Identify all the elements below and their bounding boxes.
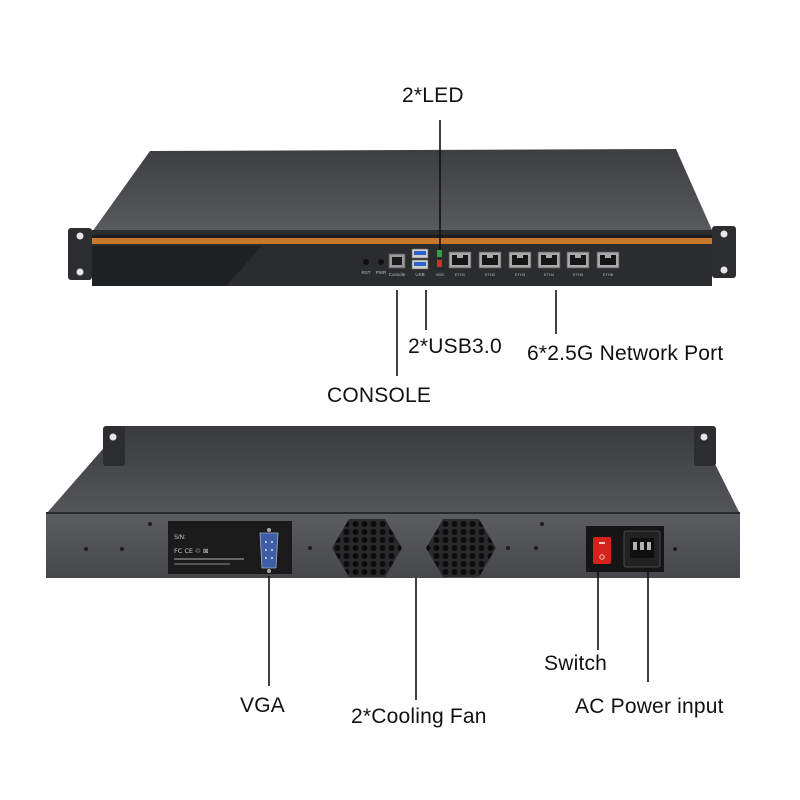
eth-port-5 [566, 251, 590, 269]
led-label: 2*LED [402, 84, 464, 107]
power-switch[interactable] [593, 537, 611, 564]
eth-text-6: ETH6 [603, 272, 614, 277]
eth-text-2: ETH2 [485, 272, 496, 277]
eth-text-3: ETH3 [515, 272, 526, 277]
switch-label: Switch [544, 652, 608, 675]
eth-port-3 [508, 251, 532, 269]
cooling-fan-left [332, 519, 402, 577]
usb-port-text: USB [415, 272, 424, 277]
front-bevel [92, 246, 262, 286]
pwr-button[interactable] [378, 259, 384, 265]
eth-port-6 [596, 251, 620, 269]
front-right-rack-ear [712, 226, 736, 278]
eth-port-4 [537, 251, 561, 269]
led-indicator-2 [437, 260, 442, 267]
rear-unit: S/N: FC CE ♲ ⊠ [46, 426, 740, 700]
eth-port-2 [478, 251, 502, 269]
rear-right-rack-ear [694, 426, 716, 466]
rst-button[interactable] [363, 259, 369, 265]
front-top-lid [92, 149, 712, 232]
led-text: HDD [436, 272, 445, 277]
cooling-fan-right [426, 519, 496, 577]
usb-label: 2*USB3.0 [408, 335, 502, 358]
front-left-rack-ear [68, 228, 92, 280]
pwr-text: PWR [376, 270, 387, 275]
eth-text-5: ETH5 [573, 272, 584, 277]
rear-top-lid [46, 426, 740, 514]
rst-text: RST [362, 270, 371, 275]
led-indicator-1 [437, 250, 442, 257]
vga-port [259, 528, 279, 573]
eth-port-1 [448, 251, 472, 269]
front-unit: RST PWR Console USB HDD [68, 120, 736, 376]
front-accent-stripe [92, 238, 712, 244]
serial-number-text: S/N: [174, 535, 186, 541]
console-label: CONSOLE [327, 384, 432, 407]
console-port-text: Console [389, 272, 406, 277]
vga-label: VGA [240, 694, 285, 717]
cooling-fan-label: 2*Cooling Fan [351, 705, 487, 728]
usb-ports [411, 248, 429, 270]
eth-text-1: ETH1 [455, 272, 466, 277]
rear-left-rack-ear [103, 426, 125, 466]
certification-marks: FC CE ♲ ⊠ [174, 547, 208, 555]
network-port-label: 6*2.5G Network Port [527, 342, 724, 365]
ac-power-label: AC Power input [575, 695, 724, 718]
ethernet-ports [448, 251, 620, 269]
eth-text-4: ETH4 [544, 272, 555, 277]
